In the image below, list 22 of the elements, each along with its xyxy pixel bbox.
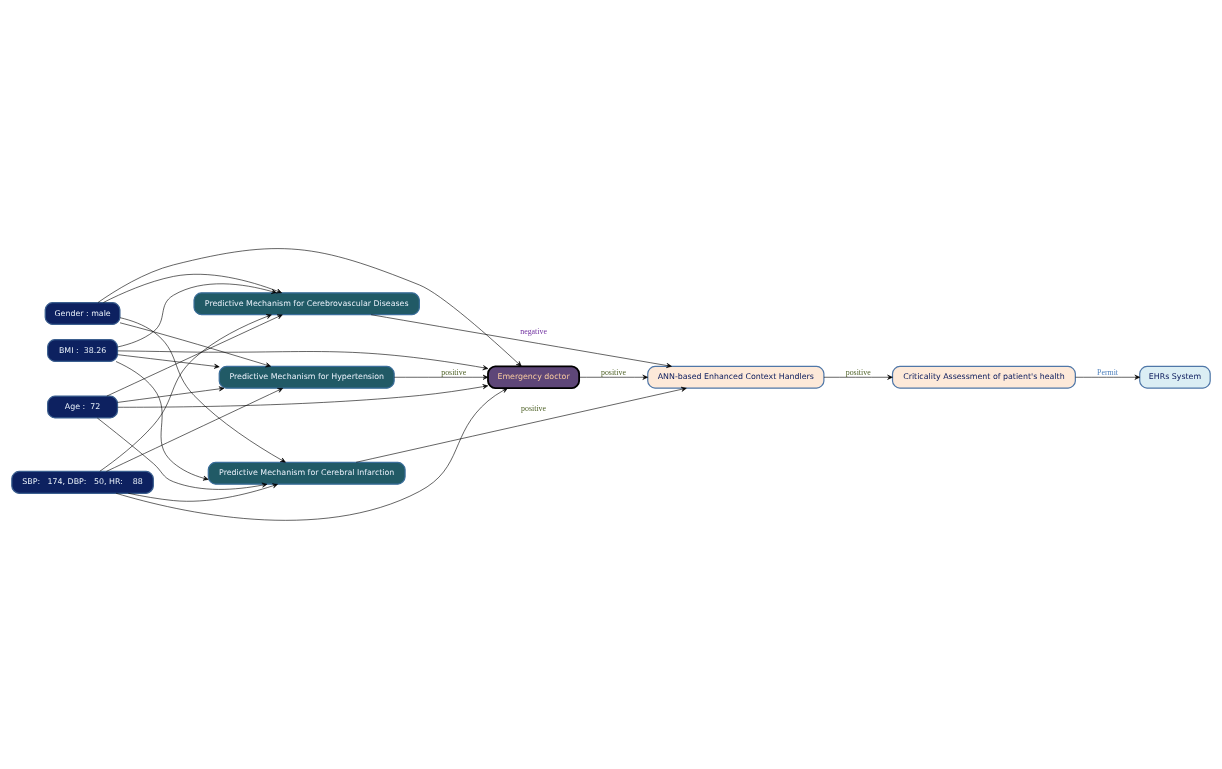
arrow [97,417,268,490]
arrow [370,314,672,368]
arrow [393,374,489,380]
arrow [106,314,283,397]
arrow [578,374,648,380]
arrow [119,322,271,368]
arrow [106,387,284,472]
arrow [823,374,893,380]
arrow [117,283,277,348]
arrow [99,314,272,472]
arrow [117,350,489,371]
arrow [128,483,278,502]
arrow [355,386,687,463]
arrow [119,317,286,463]
arrow [117,386,225,403]
arrow [103,274,282,303]
arrow [97,248,522,367]
arrow [1075,374,1140,380]
arrow [117,384,489,408]
arrow [115,387,508,521]
arrow [117,354,220,369]
arrow [115,361,209,481]
